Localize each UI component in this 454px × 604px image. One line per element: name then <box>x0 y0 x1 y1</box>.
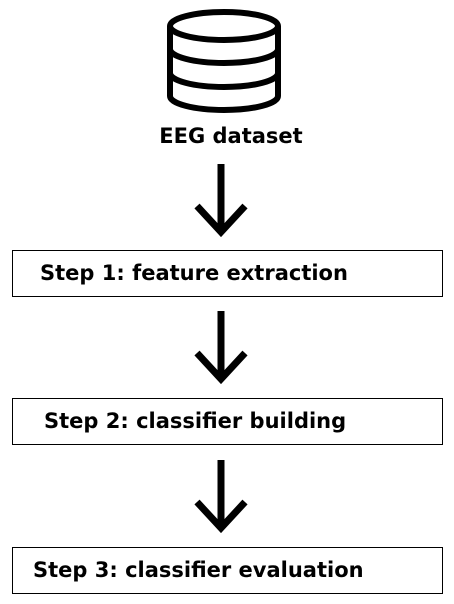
step-box-feature-extraction: Step 1: feature extraction <box>12 250 443 297</box>
arrow-down-icon <box>194 164 248 238</box>
step-label: Step 2: classifier building <box>44 409 347 433</box>
step-box-classifier-evaluation: Step 3: classifier evaluation <box>12 547 443 594</box>
step-box-classifier-building: Step 2: classifier building <box>12 398 443 445</box>
database-icon <box>167 9 281 113</box>
dataset-label: EEG dataset <box>159 124 303 148</box>
step-label: Step 1: feature extraction <box>40 261 348 285</box>
arrow-down-icon <box>194 460 248 534</box>
arrow-down-icon <box>194 311 248 385</box>
step-label: Step 3: classifier evaluation <box>33 558 364 582</box>
